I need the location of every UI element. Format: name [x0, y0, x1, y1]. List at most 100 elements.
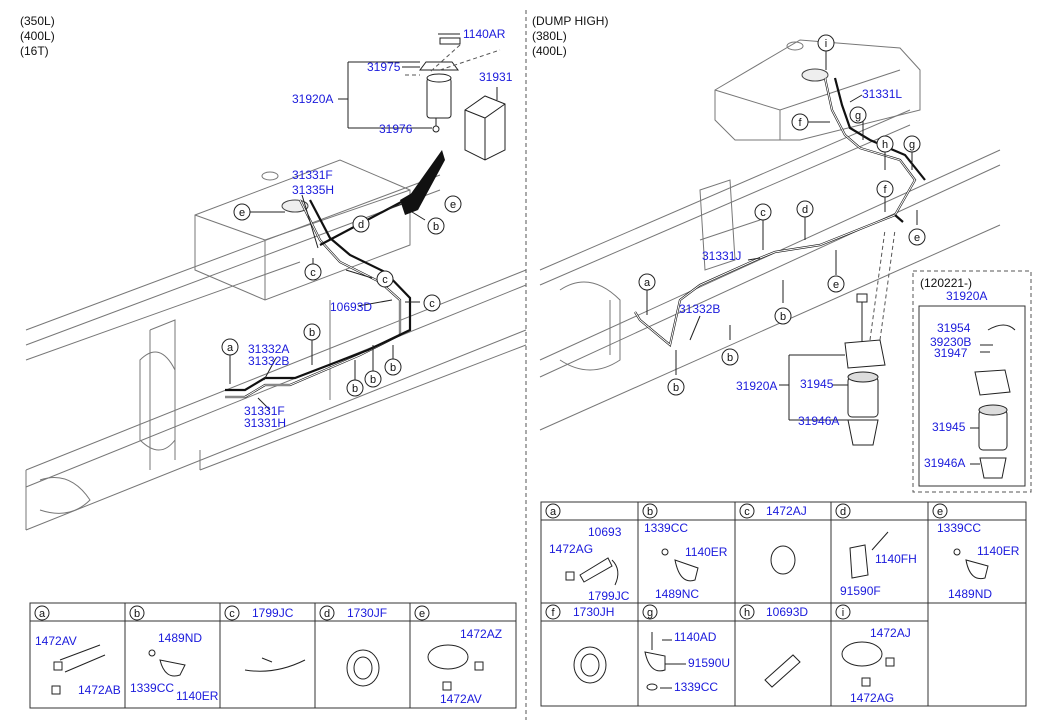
rt-b-part-3: 1489NC: [655, 587, 699, 601]
rt-a-part-3: 1799JC: [588, 589, 630, 603]
lt-a-key: a: [39, 608, 46, 620]
svg-text:b: b: [673, 382, 679, 394]
svg-text:i: i: [825, 38, 827, 50]
svg-text:b: b: [309, 327, 315, 339]
rt-i-key: i: [842, 607, 844, 619]
svg-text:c: c: [429, 298, 435, 310]
label-31945: 31945: [800, 377, 834, 391]
svg-text:h: h: [882, 139, 888, 151]
rt-f-header: 1730JH: [573, 605, 614, 619]
right-fuel-pipes: [634, 77, 926, 348]
left-fuel-tank: [194, 159, 411, 301]
svg-text:b: b: [727, 352, 733, 364]
inset-title: 31920A: [946, 289, 987, 303]
right-note-2: (380L): [532, 29, 567, 43]
svg-text:b: b: [780, 311, 786, 323]
svg-text:d: d: [802, 204, 808, 216]
rt-a-key: a: [550, 506, 557, 518]
rt-g-part-1: 1140AD: [674, 630, 717, 644]
label-1140AR: 1140AR: [463, 27, 506, 41]
inset-label-31947: 31947: [934, 346, 968, 360]
lt-b-key: b: [134, 608, 140, 620]
lt-b-part-1: 1489ND: [158, 631, 202, 645]
label-31946A: 31946A: [798, 414, 839, 428]
inset-label-39230B: 39230B: [930, 335, 971, 349]
rt-h-header: 10693D: [766, 605, 808, 619]
label-31975: 31975: [367, 60, 401, 74]
svg-text:f: f: [883, 184, 887, 196]
rt-d-part-2: 91590F: [840, 584, 881, 598]
svg-text:f: f: [798, 117, 802, 129]
rt-e-key: e: [937, 506, 943, 518]
lt-a-part-1: 1472AV: [35, 634, 77, 648]
lt-d-key: d: [324, 608, 330, 620]
right-panel: (DUMP HIGH) (380L) (400L): [532, 14, 1032, 493]
right-note-1: (DUMP HIGH): [532, 14, 608, 28]
left-note-1: (350L): [20, 14, 55, 28]
label-31331F-top: 31331F: [292, 168, 333, 182]
rt-g-part-3: 1339CC: [674, 680, 718, 694]
rt-e-part-2: 1140ER: [977, 544, 1020, 558]
rt-d-key: d: [840, 506, 846, 518]
rt-b-part-1: 1339CC: [644, 521, 688, 535]
rt-b-part-2: 1140ER: [685, 545, 728, 559]
rt-i-part-2: 1472AG: [850, 691, 894, 705]
label-31331H: 31331H: [244, 416, 286, 430]
lt-d-header: 1730JF: [347, 606, 387, 620]
label-31976: 31976: [379, 122, 413, 136]
label-31332A: 31332A: [248, 342, 289, 356]
left-note-2: (400L): [20, 29, 55, 43]
left-callouts: e d e b c c c a b b b b: [221, 195, 462, 397]
right-note-3: (400L): [532, 44, 567, 58]
lt-c-key: c: [229, 608, 235, 620]
svg-text:b: b: [433, 221, 439, 233]
inset-box: (120221-) 31920A 31954 39230B 31947 3194…: [912, 270, 1032, 493]
label-31931: 31931: [479, 70, 513, 84]
rt-d-part-1: 1140FH: [875, 552, 917, 566]
right-fuel-filter: [844, 229, 896, 446]
svg-text:d: d: [358, 219, 364, 231]
label-31920A: 31920A: [736, 379, 777, 393]
svg-text:e: e: [914, 232, 920, 244]
rt-a-part-1: 10693: [588, 525, 622, 539]
rt-i-part-1: 1472AJ: [870, 626, 911, 640]
svg-text:e: e: [450, 199, 456, 211]
label-31331J: 31331J: [702, 249, 741, 263]
lt-b-part-2: 1339CC: [130, 681, 174, 695]
lt-b-part-3: 1140ER: [176, 689, 219, 703]
lt-a-part-2: 1472AB: [78, 683, 121, 697]
svg-text:a: a: [644, 277, 651, 289]
right-parts-table: a b c 1472AJ d e 10693 1472AG 1799JC 133…: [540, 501, 1027, 707]
rt-b-key: b: [647, 506, 653, 518]
left-harness: [410, 150, 445, 210]
rt-a-part-2: 1472AG: [549, 542, 593, 556]
label-31332B: 31332B: [248, 354, 289, 368]
inset-label-31945: 31945: [932, 420, 966, 434]
rt-g-part-2: 91590U: [688, 656, 730, 670]
svg-text:b: b: [390, 362, 396, 374]
rt-c-header: 1472AJ: [766, 504, 807, 518]
inset-date: (120221-): [920, 276, 972, 290]
svg-text:c: c: [310, 267, 316, 279]
label-31335H: 31335H: [292, 183, 334, 197]
rt-c-key: c: [744, 506, 750, 518]
right-leader-lines: [646, 50, 918, 421]
svg-text:b: b: [370, 374, 376, 386]
lt-e-part-2: 1472AV: [440, 692, 482, 706]
svg-text:g: g: [855, 110, 861, 122]
rt-g-key: g: [647, 607, 653, 619]
svg-text:c: c: [382, 274, 388, 286]
svg-text:c: c: [760, 207, 766, 219]
lt-e-key: e: [419, 608, 425, 620]
label-31331F-bot: 31331F: [244, 404, 285, 418]
svg-text:b: b: [352, 383, 358, 395]
left-fuel-filter: [405, 37, 506, 161]
inset-label-31946A: 31946A: [924, 456, 965, 470]
inset-label-31954: 31954: [937, 321, 971, 335]
left-note-3: (16T): [20, 44, 49, 58]
left-parts-table: a b c 1799JC d 1730JF e 1472AV 1472AB 14…: [29, 602, 517, 709]
rt-e-part-1: 1339CC: [937, 521, 981, 535]
svg-text:a: a: [227, 342, 234, 354]
label-31331L: 31331L: [862, 87, 902, 101]
